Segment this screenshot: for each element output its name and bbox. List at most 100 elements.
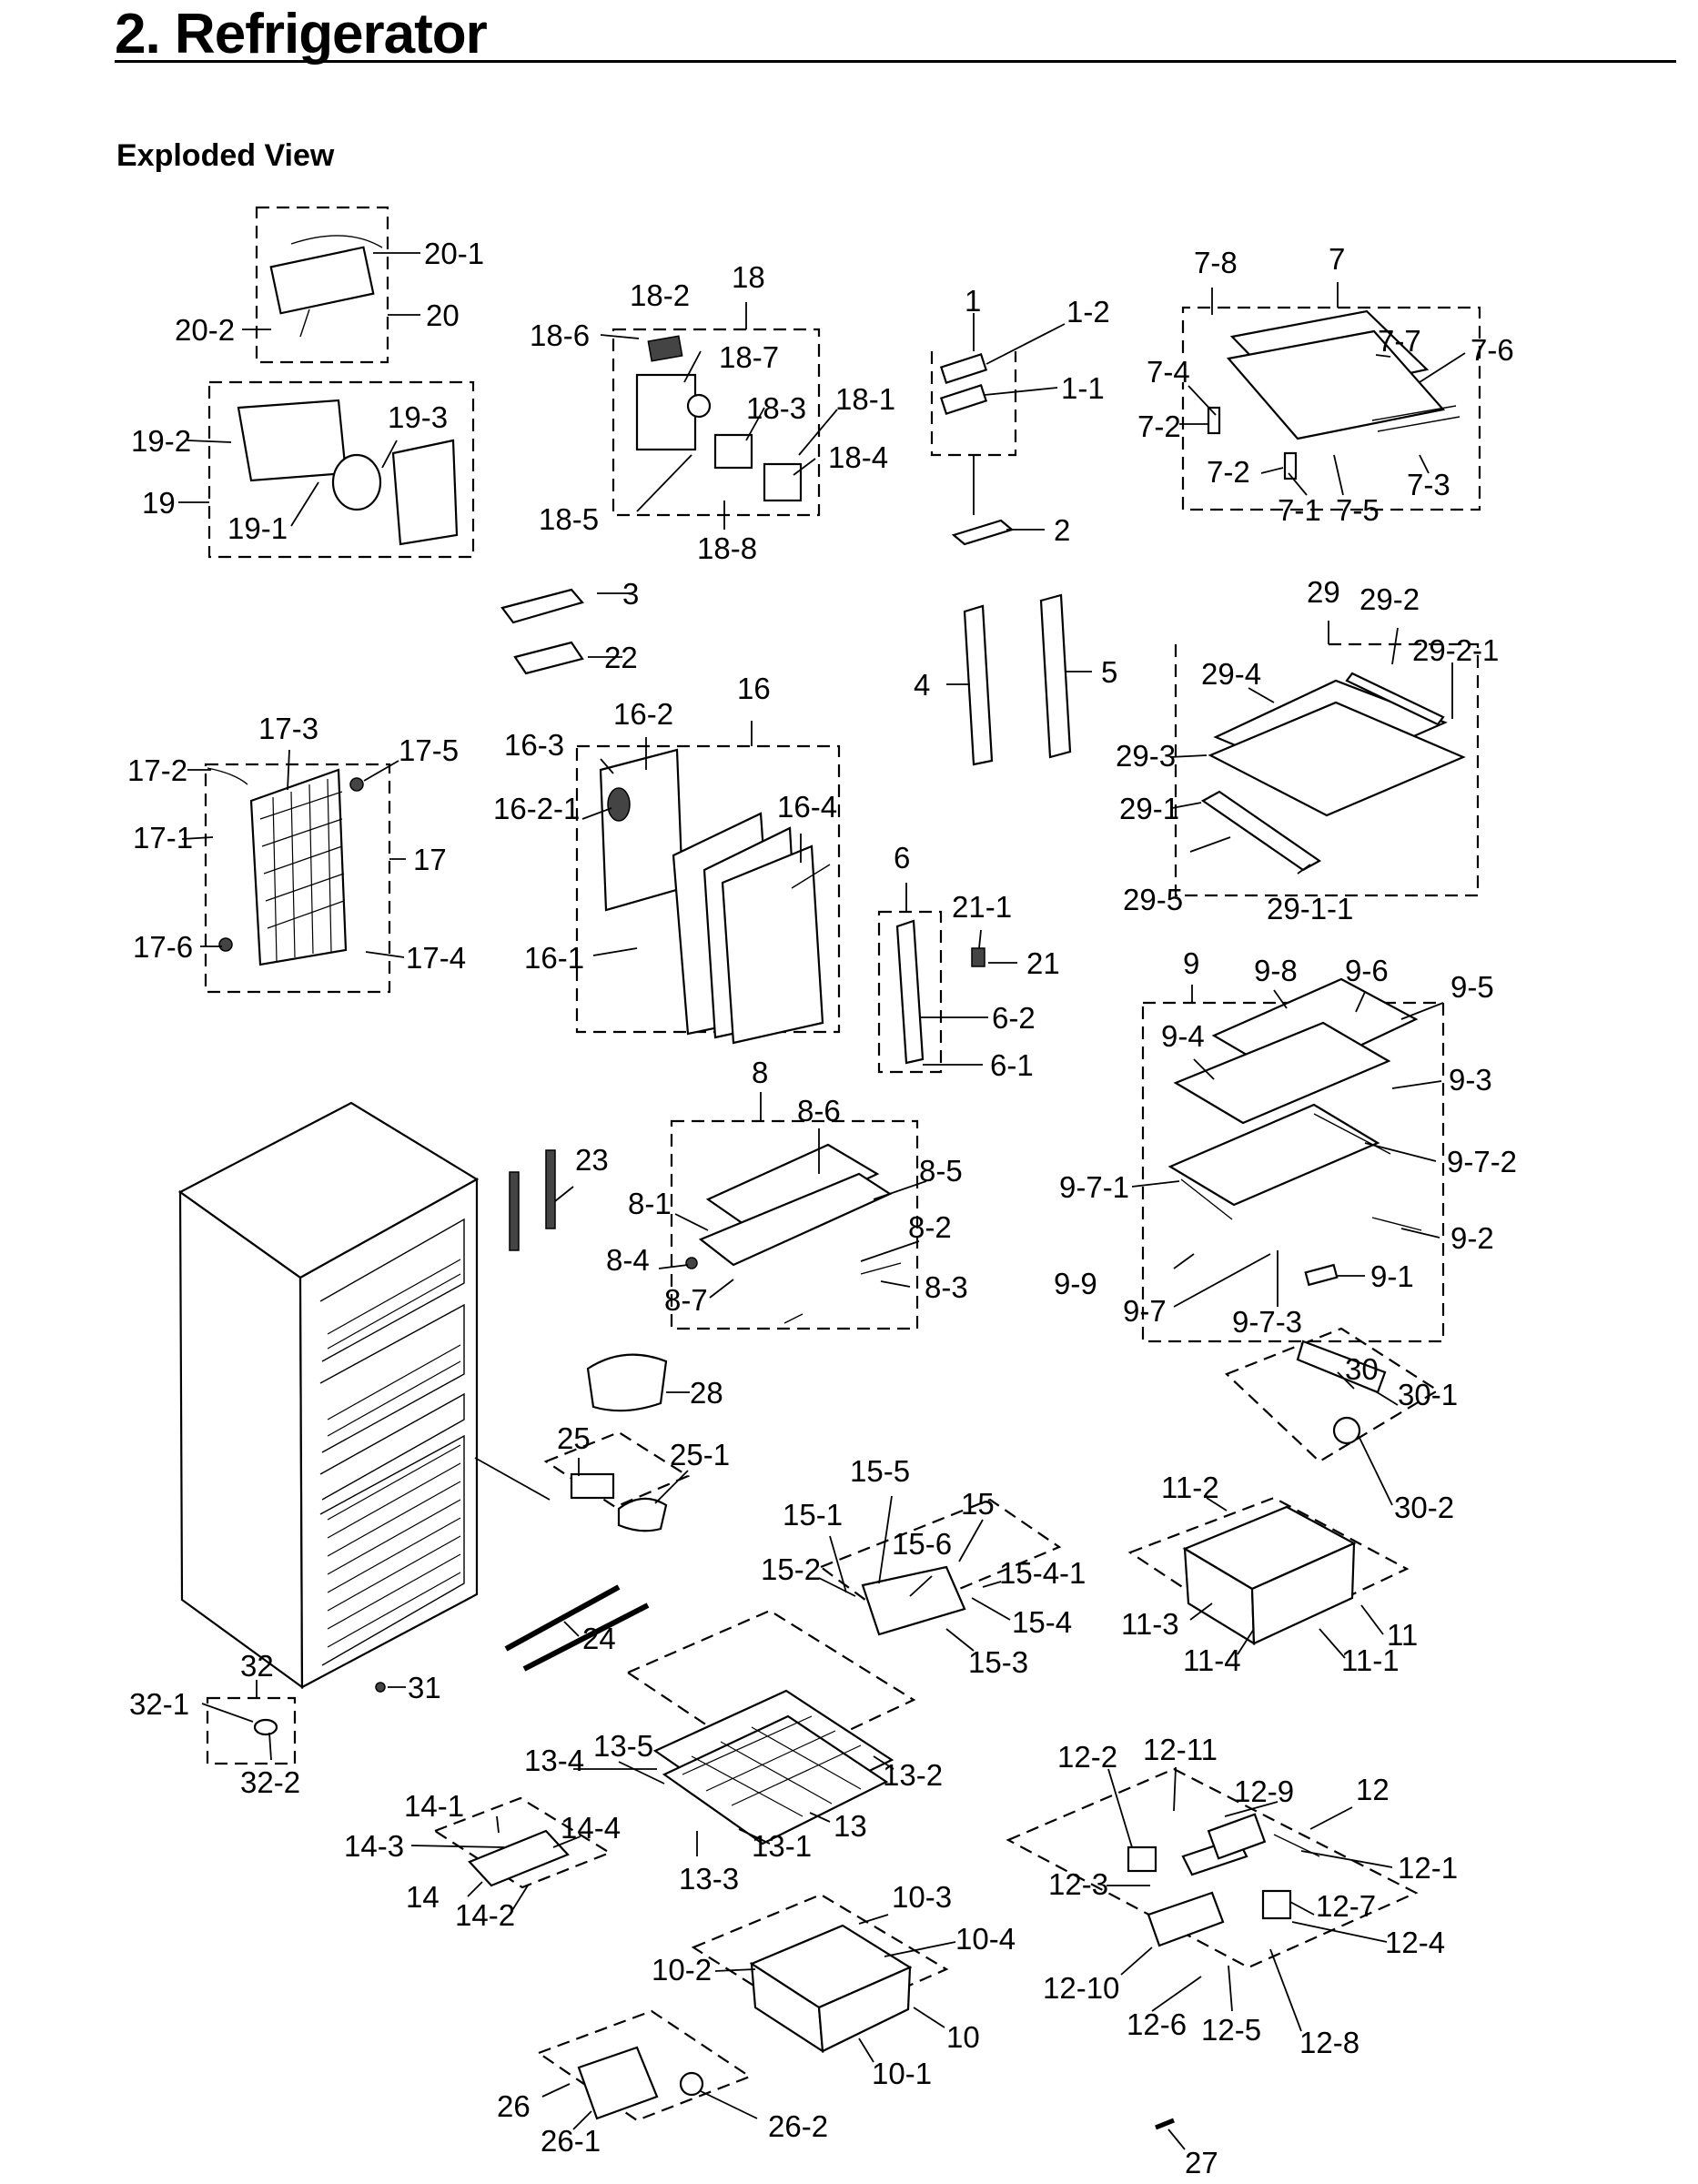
- callout-label: 9-7-2: [1447, 1145, 1517, 1178]
- callout-label: 12-10: [1043, 1971, 1119, 2005]
- callout-label: 27: [1185, 2146, 1218, 2179]
- callout-label: 8-1: [628, 1187, 672, 1220]
- callout-label: 17-1: [133, 821, 193, 854]
- part-12: [1127, 1813, 1320, 1947]
- callout-label: 26: [497, 2089, 531, 2123]
- rail-part-6: [895, 919, 925, 1065]
- callout-label: 7-6: [1471, 333, 1514, 367]
- middle-shelf-part: [1200, 672, 1466, 872]
- callout-label: 20-2: [175, 313, 235, 347]
- callout-label: 20-1: [424, 237, 484, 270]
- evaporator-part: [207, 767, 364, 966]
- callout-label: 19-2: [131, 424, 191, 458]
- callout-label: 24: [582, 1622, 616, 1655]
- part-14: [468, 1829, 570, 1887]
- callout-label: 8-6: [797, 1094, 841, 1127]
- callout-label: 14-4: [561, 1811, 621, 1845]
- callout-label: 10: [946, 2020, 980, 2054]
- callout-label: 20: [426, 298, 460, 332]
- callout-label: 26-2: [768, 2109, 828, 2143]
- ice-maker-part: [269, 235, 383, 338]
- callout-label: 15: [961, 1487, 995, 1521]
- callout-label: 4: [914, 668, 930, 702]
- callout-label: 13-1: [752, 1829, 812, 1863]
- callout-label: 17: [413, 843, 447, 876]
- callout-label: 12-6: [1127, 2007, 1187, 2041]
- callout-label: 15-5: [850, 1454, 910, 1488]
- callout-label: 32-2: [240, 1765, 300, 1799]
- callout-label: 9-8: [1254, 954, 1298, 987]
- callout-label: 18-2: [630, 278, 690, 312]
- callout-label: 16-4: [777, 790, 837, 824]
- callout-label: 13: [834, 1809, 867, 1843]
- callout-label: 12-1: [1398, 1851, 1458, 1885]
- part-25-1: [617, 1497, 668, 1532]
- callout-label: 19-3: [388, 400, 448, 434]
- upper-shelf-part: [1207, 309, 1460, 480]
- callout-label: 17-4: [406, 941, 466, 975]
- callout-label: 14-1: [404, 1789, 464, 1823]
- callout-label: 1-2: [1066, 295, 1110, 329]
- callout-label: 18-7: [719, 340, 779, 374]
- callout-label: 32: [240, 1649, 274, 1683]
- part-3: [500, 588, 584, 624]
- callout-label: 11: [1387, 1618, 1418, 1652]
- part-15: [861, 1565, 966, 1636]
- part-26: [577, 2046, 659, 2120]
- callout-label: 7-2: [1207, 455, 1250, 489]
- callout-label: 2: [1054, 513, 1070, 547]
- callout-label: 11-2: [1161, 1471, 1219, 1504]
- callout-label: 9-4: [1161, 1019, 1205, 1053]
- callout-label: 9-2: [1450, 1221, 1494, 1255]
- gasket-part-23: [509, 1171, 520, 1251]
- refrigerator-cabinet: [177, 1101, 480, 1690]
- callout-label: 12-8: [1299, 2026, 1359, 2059]
- callout-label: 15-1: [783, 1498, 843, 1532]
- callout-label: 18-6: [530, 318, 590, 352]
- part-30-2: [1332, 1416, 1361, 1445]
- callout-label: 12-4: [1385, 1926, 1445, 1959]
- callout-label: 18-4: [828, 440, 888, 474]
- cover-part-2: [951, 519, 1015, 546]
- callout-label: 12-11: [1143, 1733, 1218, 1766]
- callout-label: 6-1: [990, 1048, 1034, 1082]
- bin-part-28: [586, 1353, 668, 1412]
- callout-label: 31: [408, 1671, 441, 1704]
- part-25: [570, 1472, 615, 1500]
- callout-label: 9-6: [1345, 954, 1389, 987]
- callout-label: 18-5: [539, 502, 599, 536]
- callout-label: 7-2: [1137, 410, 1181, 443]
- rail-part-5: [1039, 593, 1072, 759]
- callout-label: 17-2: [127, 753, 187, 787]
- callout-labels: 20-1 20 20-2 19-2 19-3 19 19-1 18-2 18 1…: [127, 237, 1517, 2179]
- callout-label: 11-1: [1341, 1643, 1400, 1677]
- callout-label: 22: [604, 641, 638, 674]
- callout-label: 6-2: [992, 1001, 1036, 1035]
- part-26-2: [679, 2071, 704, 2097]
- gasket-part-23b: [545, 1149, 556, 1229]
- callout-label: 8-5: [919, 1154, 963, 1188]
- callout-label: 8-7: [664, 1283, 708, 1317]
- callout-label: 29-3: [1116, 739, 1176, 773]
- callout-label: 12-3: [1048, 1867, 1108, 1901]
- title-rule: [115, 60, 1676, 63]
- callout-label: 16-2: [613, 697, 673, 731]
- ice-bucket-part: [237, 399, 459, 546]
- callout-label: 9-3: [1449, 1063, 1492, 1097]
- callout-label: 13-4: [524, 1744, 584, 1777]
- callout-label: 18-3: [746, 391, 806, 425]
- basket-part-13: [652, 1689, 894, 1845]
- callout-label: 19: [142, 486, 176, 520]
- callout-label: 25: [557, 1421, 591, 1455]
- callout-label: 10-4: [955, 1922, 1016, 1956]
- callout-label: 8-2: [908, 1210, 952, 1244]
- callout-label: 18-1: [835, 382, 895, 416]
- callout-label: 5: [1101, 655, 1117, 689]
- callout-label: 12-7: [1316, 1889, 1376, 1923]
- callout-label: 29-2: [1359, 582, 1420, 616]
- callout-label: 29-2-1: [1412, 633, 1499, 667]
- callout-label: 7-5: [1336, 493, 1380, 527]
- callout-label: 16-2-1: [493, 792, 580, 825]
- callout-label: 9-5: [1450, 970, 1494, 1004]
